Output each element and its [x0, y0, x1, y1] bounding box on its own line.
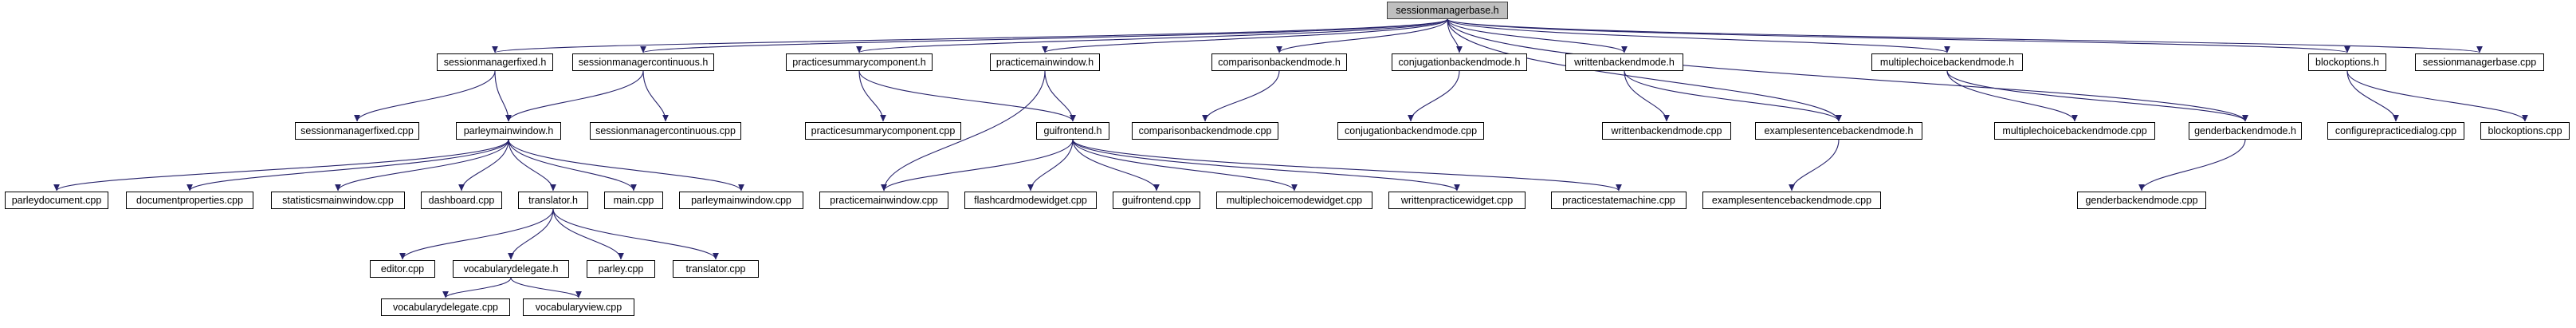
graph-node-statisticsmainwindow-cpp[interactable]: statisticsmainwindow.cpp — [271, 192, 405, 209]
graph-edge — [1072, 139, 1622, 192]
graph-edge — [508, 139, 637, 192]
graph-edge — [53, 139, 509, 192]
graph-node-sessionmanagercontinuous-cpp[interactable]: sessionmanagercontinuous.cpp — [590, 122, 741, 140]
graph-edge — [2346, 70, 2528, 122]
graph-edge — [1044, 70, 1076, 122]
graph-edge — [1202, 70, 1280, 122]
graph-edge — [1408, 70, 1460, 122]
graph-edge — [1276, 18, 1448, 53]
graph-node-sessionmanagerfixed-h[interactable]: sessionmanagerfixed.h — [437, 53, 553, 71]
graph-node-sessionmanagercontinuous-h[interactable]: sessionmanagercontinuous.h — [572, 53, 714, 71]
graph-edge — [1447, 18, 2483, 53]
graph-edge — [1447, 18, 2350, 53]
graph-node-parleymainwindow-h[interactable]: parleymainwindow.h — [456, 122, 561, 140]
graph-node-comparisonbackendmode-h[interactable]: comparisonbackendmode.h — [1211, 53, 1347, 71]
graph-node-blockoptions-cpp[interactable]: blockoptions.cpp — [2480, 122, 2570, 140]
graph-node-practicesummarycomponent-h[interactable]: practicesummarycomponent.h — [786, 53, 933, 71]
graph-node-writtenbackendmode-cpp[interactable]: writtenbackendmode.cpp — [1602, 122, 1731, 140]
graph-edge — [1042, 18, 1448, 53]
graph-node-parley-cpp[interactable]: parley.cpp — [587, 260, 655, 278]
graph-edge — [1624, 70, 1670, 122]
graph-node-guifrontend-cpp[interactable]: guifrontend.cpp — [1113, 192, 1200, 209]
graph-node-parleydocument-cpp[interactable]: parleydocument.cpp — [5, 192, 108, 209]
graph-node-conjugationbackendmode-h[interactable]: conjugationbackendmode.h — [1392, 53, 1527, 71]
graph-edge — [552, 208, 624, 260]
graph-node-sessionmanagerbase-cpp[interactable]: sessionmanagerbase.cpp — [2415, 53, 2544, 71]
graph-node-guifrontend-h[interactable]: guifrontend.h — [1036, 122, 1109, 140]
graph-node-examplesentencebackendmode-cpp[interactable]: examplesentencebackendmode.cpp — [1702, 192, 1881, 209]
graph-edge — [856, 18, 1448, 53]
graph-node-examplesentencebackendmode-h[interactable]: examplesentencebackendmode.h — [1755, 122, 1922, 140]
graph-node-multiplechoicebackendmode-cpp[interactable]: multiplechoicebackendmode.cpp — [1994, 122, 2155, 140]
graph-node-multiplechoicebackendmode-h[interactable]: multiplechoicebackendmode.h — [1871, 53, 2023, 71]
graph-edge — [508, 208, 554, 260]
graph-node-editor-cpp[interactable]: editor.cpp — [370, 260, 435, 278]
graph-node-practicemainwindow-h[interactable]: practicemainwindow.h — [990, 53, 1100, 71]
graph-node-practicesummarycomponent-cpp[interactable]: practicesummarycomponent.cpp — [805, 122, 961, 140]
graph-edge — [354, 70, 496, 122]
graph-edge — [1447, 18, 1628, 53]
graph-node-parleymainwindow-cpp[interactable]: parleymainwindow.cpp — [679, 192, 803, 209]
graph-edge — [1946, 70, 2078, 122]
graph-node-flashcardmodewidget-cpp[interactable]: flashcardmodewidget.cpp — [964, 192, 1097, 209]
graph-edge — [1447, 18, 1463, 53]
graph-node-configurepracticedialog-cpp[interactable]: configurepracticedialog.cpp — [2327, 122, 2464, 140]
graph-edge — [508, 139, 556, 192]
graph-node-documentproperties-cpp[interactable]: documentproperties.cpp — [126, 192, 253, 209]
graph-edge — [1447, 18, 1950, 53]
graph-edge — [494, 70, 512, 122]
graph-edge — [640, 18, 1448, 53]
graph-edge — [442, 277, 512, 298]
graph-edge — [858, 70, 886, 122]
graph-edge — [2138, 139, 2246, 192]
graph-node-genderbackendmode-cpp[interactable]: genderbackendmode.cpp — [2077, 192, 2206, 209]
graph-edge — [458, 139, 509, 192]
graph-edge — [858, 70, 1076, 122]
graph-node-writtenbackendmode-h[interactable]: writtenbackendmode.h — [1565, 53, 1683, 71]
graph-edge — [2346, 70, 2399, 122]
graph-edge — [1624, 70, 1842, 122]
graph-node-dashboard-cpp[interactable]: dashboard.cpp — [421, 192, 502, 209]
graph-edge — [1027, 139, 1074, 192]
graph-node-blockoptions-h[interactable]: blockoptions.h — [2308, 53, 2386, 71]
graph-node-vocabularydelegate-cpp[interactable]: vocabularydelegate.cpp — [381, 298, 510, 316]
graph-edge — [508, 139, 744, 192]
graph-node-translator-h[interactable]: translator.h — [518, 192, 588, 209]
graph-edge — [492, 18, 1448, 53]
graph-edge — [552, 208, 719, 260]
graph-edge — [881, 139, 1074, 192]
graph-node-writtenpracticewidget-cpp[interactable]: writtenpracticewidget.cpp — [1388, 192, 1526, 209]
graph-edge — [1072, 139, 1298, 192]
graph-edge — [187, 139, 509, 192]
graph-node-vocabularyview-cpp[interactable]: vocabularyview.cpp — [523, 298, 634, 316]
graph-node-main-cpp[interactable]: main.cpp — [604, 192, 663, 209]
graph-edge — [1072, 139, 1460, 192]
graph-node-practicestatemachine-cpp[interactable]: practicestatemachine.cpp — [1551, 192, 1687, 209]
graph-edge — [1946, 70, 2248, 122]
graph-node-practicemainwindow-cpp[interactable]: practicemainwindow.cpp — [819, 192, 948, 209]
graph-node-sessionmanagerbase-h[interactable]: sessionmanagerbase.h — [1387, 2, 1508, 19]
graph-node-conjugationbackendmode-cpp[interactable]: conjugationbackendmode.cpp — [1337, 122, 1484, 140]
graph-edge — [642, 70, 669, 122]
graph-node-multiplechoicemodewidget-cpp[interactable]: multiplechoicemodewidget.cpp — [1216, 192, 1372, 209]
graph-edge — [335, 139, 509, 192]
graph-node-sessionmanagerfixed-cpp[interactable]: sessionmanagerfixed.cpp — [295, 122, 419, 140]
graph-edge — [510, 277, 582, 298]
graph-edge — [1072, 139, 1160, 192]
graph-node-genderbackendmode-h[interactable]: genderbackendmode.h — [2189, 122, 2302, 140]
graph-edge — [399, 208, 554, 260]
graph-node-comparisonbackendmode-cpp[interactable]: comparisonbackendmode.cpp — [1132, 122, 1278, 140]
graph-node-vocabularydelegate-h[interactable]: vocabularydelegate.h — [453, 260, 569, 278]
graph-node-translator-cpp[interactable]: translator.cpp — [673, 260, 759, 278]
graph-edge — [505, 70, 644, 122]
graph-edge — [1789, 139, 1840, 192]
